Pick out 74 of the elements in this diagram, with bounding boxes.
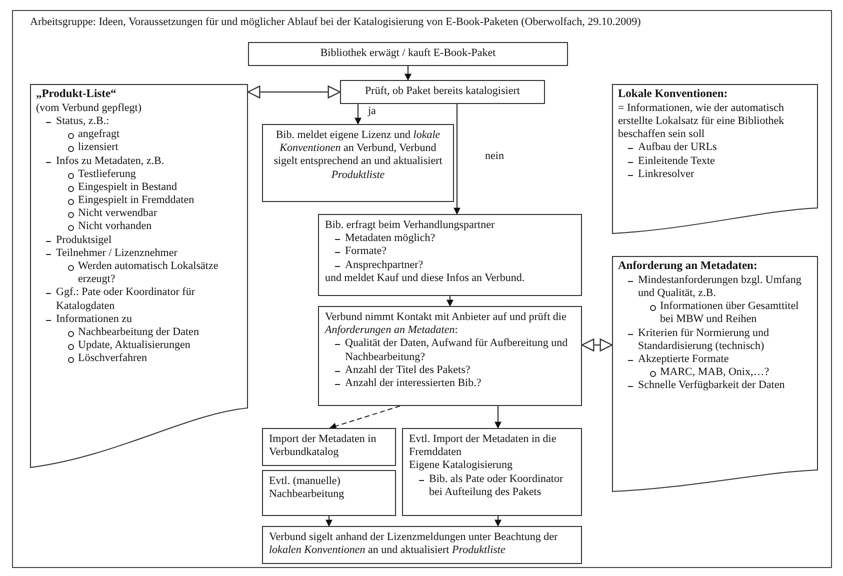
list-item: angefragt bbox=[78, 128, 120, 142]
box-text: Bib. erfragt beim Verhandlungspartner bbox=[325, 219, 495, 232]
list-item: Mindestanforderungen bzgl. Umfang und Qualität, z.B. bbox=[638, 274, 802, 300]
process-box bbox=[262, 124, 454, 202]
list-item: Nicht verwendbar bbox=[78, 207, 158, 220]
arrow bbox=[354, 104, 362, 125]
list-item: Eingespielt in Bestand bbox=[78, 180, 177, 194]
arrow bbox=[494, 406, 502, 429]
heading-text: Lokale Konventionen: bbox=[618, 88, 728, 102]
box-text: Evtl. Import der Metadaten in die Fremddaten bbox=[409, 433, 558, 460]
arrow bbox=[494, 516, 502, 527]
list-item: Anzahl der interessierten Bib.? bbox=[345, 376, 482, 390]
list-item: Testlieferung bbox=[78, 168, 136, 181]
box-text: = Informationen, wie der automatisch erstellte Lokalsatz für eine Bibliothek beschaffen sein soll bbox=[618, 102, 786, 142]
document-shape bbox=[612, 256, 818, 492]
list-item: Formate? bbox=[345, 245, 387, 259]
list-item: Ansprechpartner? bbox=[345, 258, 424, 272]
process-box bbox=[262, 428, 396, 466]
box-text: Prüft, ob Paket bereits katalogisiert bbox=[365, 85, 520, 99]
list-item: Eingespielt in Fremddaten bbox=[78, 194, 194, 208]
process-box bbox=[318, 306, 582, 406]
heading-text: „Produkt-Liste“ bbox=[36, 88, 116, 102]
document-shape bbox=[612, 84, 818, 234]
arrow bbox=[326, 516, 332, 527]
process-box bbox=[402, 428, 582, 516]
arrow bbox=[454, 104, 460, 215]
double-arrow bbox=[247, 86, 341, 98]
double-arrow bbox=[581, 338, 613, 352]
box-text: Eigene Katalogisierung bbox=[409, 459, 513, 473]
edge-label: nein bbox=[483, 150, 506, 162]
list-item: Aufbau der URLs bbox=[638, 141, 717, 155]
list-item: Infos zu Metadaten, z.B. bbox=[56, 154, 164, 168]
list-item: Schnelle Verfügbarkeit der Daten bbox=[638, 379, 785, 392]
box-text: Bibliothek erwägt / kauft E-Book-Paket bbox=[320, 47, 496, 61]
arrow bbox=[329, 406, 400, 430]
process-box bbox=[340, 80, 545, 104]
list-item: Update, Aktualisierungen bbox=[78, 339, 190, 352]
list-item: Qualität der Daten, Aufwand für Aufbereitung und Nachbearbeitung? bbox=[345, 337, 569, 364]
list-item: Werden automatisch Lokalsätze erzeugt? bbox=[78, 260, 220, 286]
list-item: Informationen zu bbox=[56, 312, 132, 326]
list-item: lizensiert bbox=[78, 141, 118, 155]
list-item: Einleitende Texte bbox=[638, 154, 715, 168]
process-box bbox=[318, 214, 582, 296]
list-item: Löschverfahren bbox=[78, 352, 148, 366]
process-box bbox=[262, 470, 396, 516]
arrow bbox=[404, 66, 412, 81]
list-item: Metadaten möglich? bbox=[345, 232, 436, 246]
list-item: Linkresolver bbox=[638, 168, 694, 181]
arrow bbox=[446, 296, 454, 307]
box-text: (vom Verbund gepflegt) bbox=[36, 102, 142, 115]
list-item: Status, z.B.: bbox=[56, 114, 110, 128]
process-box bbox=[262, 526, 582, 564]
heading-text: Anforderung an Metadaten: bbox=[618, 260, 758, 274]
box-text: Evtl. (manuelle) Nachbearbeitung bbox=[269, 475, 346, 502]
process-box bbox=[248, 42, 568, 66]
list-item: Anzahl der Titel des Pakets? bbox=[345, 364, 470, 377]
box-text: und meldet Kauf und diese Infos an Verbund. bbox=[325, 272, 525, 285]
list-item: Nicht vorhanden bbox=[78, 220, 152, 234]
list-item: Ggf.: Pate oder Koordinator für Katalogdaten bbox=[56, 286, 196, 313]
list-item: Nachbearbeitung der Daten bbox=[78, 326, 199, 340]
document-shape bbox=[30, 84, 248, 468]
box-text: Import der Metadaten in Verbundkatalog bbox=[269, 433, 378, 460]
box-text: Verbund nimmt Kontakt mit Anbieter auf und prüft die Anforderungen an Metadaten: bbox=[325, 311, 568, 338]
box-text: Bib. meldet eigene Lizenz und lokale Konventionen an Verbund, Verbund sigelt entsprechend an und aktualisiert Produktliste bbox=[272, 129, 444, 182]
list-item: Produktsigel bbox=[56, 234, 112, 247]
list-item: Kriterien für Normierung und Standardisierung (technisch) bbox=[638, 326, 770, 353]
list-item: Bib. als Pate oder Koordinator bei Aufteilung des Pakets bbox=[429, 472, 564, 499]
list-item: MARC, MAB, Onix,…? bbox=[660, 366, 770, 380]
box-text: Verbund sigelt anhand der Lizenzmeldungen unter Beachtung der lokalen Konventionen an und aktualisiert Produktliste bbox=[269, 531, 559, 558]
edge-label: ja bbox=[366, 105, 378, 117]
list-item: Informationen über Gesamttitel bei MBW und Reihen bbox=[660, 300, 800, 327]
diagram-title: Arbeitsgruppe: Ideen, Voraussetzungen für und möglicher Ablauf bei der Katalogisierung von E-Book-Paketen (Oberwolfach, 29.10.2009) bbox=[30, 16, 641, 28]
list-item: Teilnehmer / Lizenznehmer bbox=[56, 246, 178, 260]
list-item: Akzeptierte Formate bbox=[638, 352, 729, 366]
